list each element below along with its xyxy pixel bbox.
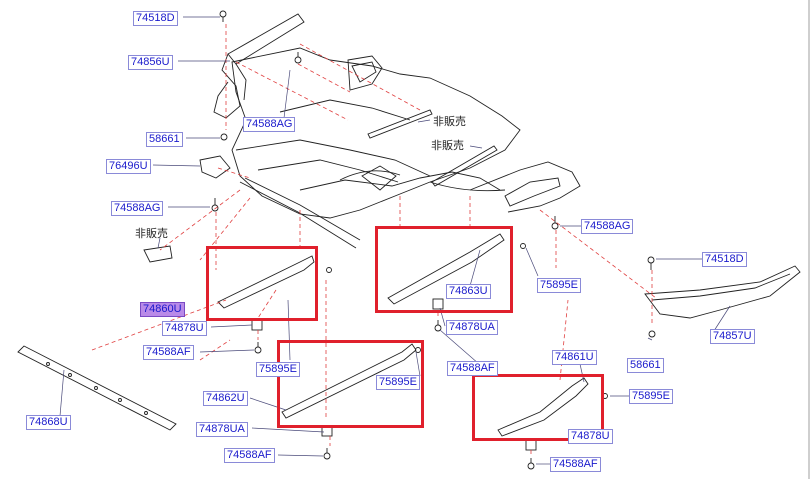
underbody-panel xyxy=(231,47,581,249)
part-label-74588af-d[interactable]: 74588AF xyxy=(550,457,601,472)
note-not-for-sale-3: 非販売 xyxy=(135,227,168,240)
part-label-74588ag-a[interactable]: 74588AG xyxy=(243,117,296,132)
bar-74868u-drawing xyxy=(17,345,177,431)
part-label-74860u[interactable]: 74860U xyxy=(140,302,185,317)
member-74857u-drawing xyxy=(644,265,801,319)
bracket-74856u-drawing xyxy=(213,10,305,119)
note-not-for-sale-2: 非販売 xyxy=(431,139,464,152)
part-label-74857u[interactable]: 74857U xyxy=(710,329,755,344)
part-label-74518d-top[interactable]: 74518D xyxy=(133,11,178,26)
part-label-74588ag-b[interactable]: 74588AG xyxy=(111,201,164,216)
part-label-74861u[interactable]: 74861U xyxy=(552,350,597,365)
part-label-74588ag-c[interactable]: 74588AG xyxy=(581,219,634,234)
part-label-74588af-b[interactable]: 74588AF xyxy=(224,448,275,463)
part-label-75895e-a[interactable]: 75895E xyxy=(256,362,300,377)
highlight-box-74863u xyxy=(375,226,513,313)
part-label-74856u[interactable]: 74856U xyxy=(128,55,173,70)
part-label-75895e-b[interactable]: 75895E xyxy=(376,375,420,390)
part-label-74878u-a[interactable]: 74878U xyxy=(162,321,207,336)
part-label-75895e-c[interactable]: 75895E xyxy=(537,278,581,293)
part-label-76496u[interactable]: 76496U xyxy=(106,159,151,174)
highlight-box-74861u xyxy=(472,374,604,441)
note-not-for-sale-1: 非販売 xyxy=(433,115,466,128)
part-label-74588af-a[interactable]: 74588AF xyxy=(143,345,194,360)
rails xyxy=(217,109,589,437)
part-label-74878ua-b[interactable]: 74878UA xyxy=(446,320,498,335)
part-label-74862u[interactable]: 74862U xyxy=(203,391,248,406)
part-label-58661-right[interactable]: 58661 xyxy=(627,358,664,373)
part-label-58661-left[interactable]: 58661 xyxy=(146,132,183,147)
part-label-74868u[interactable]: 74868U xyxy=(26,415,71,430)
part-label-75895e-e[interactable]: 75895E xyxy=(629,389,673,404)
part-label-74878u-b[interactable]: 74878U xyxy=(568,429,613,444)
callout-leaders xyxy=(59,16,731,465)
part-label-74878ua-a[interactable]: 74878UA xyxy=(196,422,248,437)
part-label-74518d-right[interactable]: 74518D xyxy=(702,252,747,267)
dashed-leaders xyxy=(91,24,657,456)
part-label-74863u[interactable]: 74863U xyxy=(446,284,491,299)
part-label-74588af-c[interactable]: 74588AF xyxy=(447,361,498,376)
fasteners xyxy=(143,52,656,470)
highlight-box-74860u xyxy=(206,246,318,321)
highlight-box-74862u xyxy=(277,340,424,428)
right-frame-edge xyxy=(808,0,810,479)
